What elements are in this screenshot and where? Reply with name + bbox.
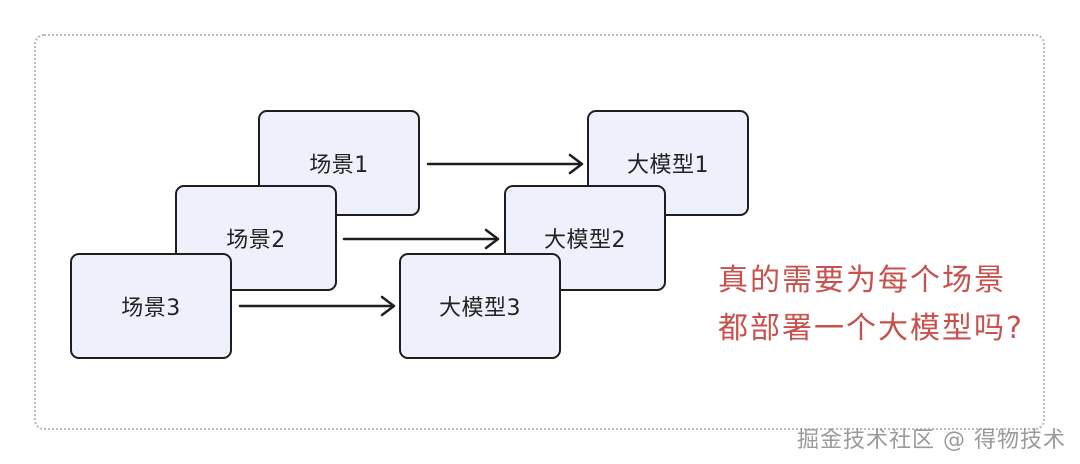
question-text: 真的需要为每个场景 都部署一个大模型吗?	[718, 257, 1024, 353]
model-3-label: 大模型3	[439, 296, 521, 321]
scene-3-label: 场景3	[121, 296, 181, 321]
scene-2-label: 场景2	[226, 228, 286, 253]
scene-2-box: 场景2	[175, 185, 337, 291]
watermark-text: 掘金技术社区 @ 得物技术	[797, 428, 1066, 453]
question-line-1: 真的需要为每个场景	[718, 263, 1006, 298]
diagram-frame	[34, 34, 1045, 430]
model-1-label: 大模型1	[627, 153, 709, 178]
model-3-box: 大模型3	[399, 253, 561, 359]
model-2-label: 大模型2	[544, 228, 626, 253]
scene-1-label: 场景1	[309, 153, 369, 178]
question-line-2: 都部署一个大模型吗?	[718, 311, 1024, 346]
scene-3-box: 场景3	[70, 253, 232, 359]
